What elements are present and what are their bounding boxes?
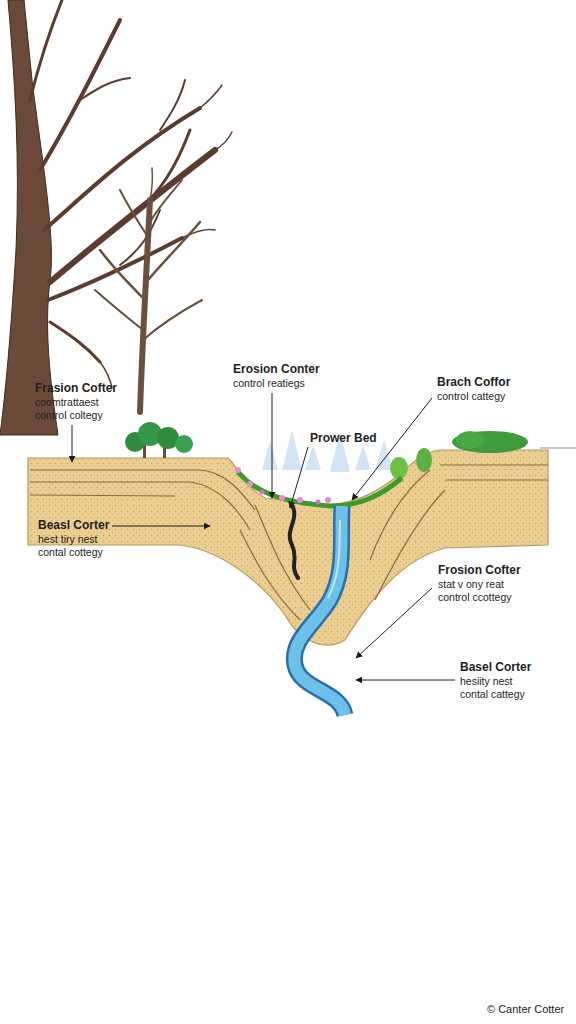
bare-tree-large — [0, 0, 58, 435]
leader-arrows — [72, 393, 455, 680]
ground-line — [540, 448, 576, 449]
bare-tree-small — [100, 250, 145, 300]
bare-tree-large — [30, 0, 62, 100]
valley-grass — [260, 490, 265, 495]
bare-tree-large — [120, 210, 160, 265]
soil-layer-lines — [255, 505, 310, 610]
background-pines — [355, 446, 371, 470]
surface-trees — [175, 435, 193, 453]
soil-layer-lines — [445, 479, 548, 480]
part-label: Frasion Cofter — [35, 381, 117, 395]
valley-grass — [238, 472, 402, 506]
valley-grass — [325, 497, 331, 503]
part-note: hest tiry nest contal cottegy — [38, 533, 118, 558]
leader-arrows — [112, 526, 210, 527]
part-note: control cattegy — [437, 390, 537, 403]
soil-layer-lines — [440, 464, 548, 465]
bare-tree-large — [44, 108, 200, 230]
ground-line — [540, 448, 576, 449]
bare-tree-large — [200, 85, 222, 108]
part-note: control reatiegs — [233, 377, 333, 390]
valley-grass — [297, 497, 303, 503]
leader-arrows — [290, 447, 308, 508]
leader-arrows — [352, 398, 432, 500]
background-pines — [262, 440, 278, 470]
stream — [294, 506, 345, 715]
part-label: Beasl Corter — [38, 518, 109, 532]
valley-grass — [247, 481, 253, 487]
soil-cross-section — [28, 450, 548, 645]
leader-arrows — [272, 393, 273, 498]
bare-tree-small — [120, 190, 150, 240]
soil-layer-lines — [30, 495, 175, 496]
soil-cross-section — [28, 450, 548, 645]
erosion-crack — [290, 505, 298, 578]
watermark: © Canter Cotter — [487, 1003, 564, 1016]
bare-tree-small — [95, 168, 202, 412]
bare-tree-small — [148, 222, 200, 280]
background-pines — [282, 430, 302, 470]
soil-layer-lines — [375, 490, 445, 600]
stream — [294, 506, 345, 715]
bare-tree-small — [95, 290, 143, 330]
bare-tree-large — [30, 0, 232, 388]
background-pines — [262, 430, 393, 472]
bare-tree-large — [50, 322, 100, 362]
leader-arrows — [356, 680, 455, 681]
valley-grass — [316, 500, 321, 505]
bare-tree-large — [0, 0, 232, 435]
surface-trees — [416, 448, 432, 472]
stream — [294, 506, 345, 715]
part-label: Basel Corter — [460, 660, 531, 674]
soil-layer-lines — [30, 465, 548, 620]
part-note: hesiity nest contal cattegy — [460, 675, 542, 700]
valley-grass — [235, 467, 241, 473]
soil-layer-lines — [370, 470, 430, 560]
bare-tree-large — [160, 80, 185, 130]
surface-trees — [390, 457, 408, 479]
surface-trees — [456, 431, 484, 449]
leader-arrows — [356, 588, 432, 658]
bare-tree-large — [48, 238, 182, 300]
soil-layer-lines — [30, 470, 255, 510]
bare-tree-large — [80, 78, 130, 100]
leader-arrows — [72, 425, 73, 462]
bare-tree-small — [150, 168, 152, 200]
surface-trees — [452, 431, 528, 453]
bare-tree-large — [40, 20, 120, 170]
part-note: stat v ony reat control ccottegy — [438, 578, 530, 603]
surface-trees — [125, 422, 528, 482]
bare-tree-small — [150, 180, 182, 222]
part-label: Brach Coffor — [437, 375, 510, 389]
part-label: Erosion Conter — [233, 362, 320, 376]
part-label: Frosion Cofter — [438, 563, 521, 577]
stream — [328, 520, 340, 598]
valley-grass — [235, 467, 402, 506]
valley-grass — [279, 495, 285, 501]
part-note: coomtrattaest control coltegy — [35, 396, 117, 421]
erosion-crack — [290, 505, 298, 578]
bare-tree-small — [143, 300, 202, 340]
bare-tree-large — [215, 132, 232, 150]
part-label: Prower Bed — [310, 431, 377, 445]
